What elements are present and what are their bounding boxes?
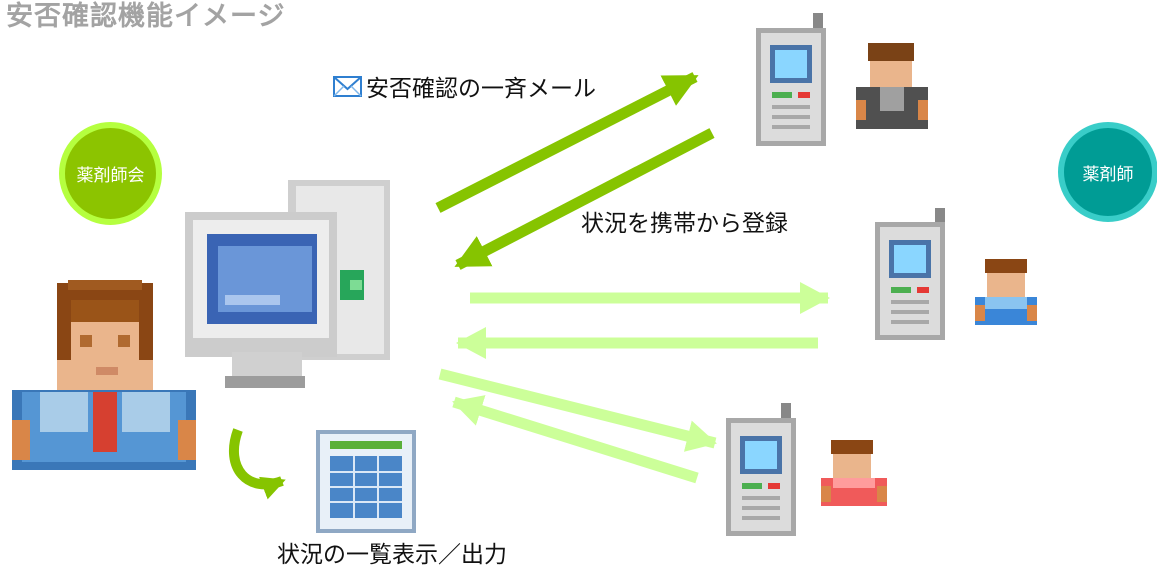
mobile-phone-icon — [756, 13, 826, 146]
mail-arrow — [435, 72, 699, 213]
organization-label: 薬剤師会 — [76, 166, 145, 186]
register-arrow-3 — [452, 395, 699, 484]
person-icon — [821, 440, 887, 506]
person-icon — [975, 259, 1037, 325]
mobile-phone-icon — [726, 403, 796, 536]
list-output-label: 状況の一覧表示／出力 — [277, 542, 507, 568]
output-curve-arrow — [228, 428, 286, 500]
spreadsheet-icon — [316, 430, 416, 533]
diagram-title: 安否確認機能イメージ — [6, 1, 286, 32]
mass-mail-label: 安否確認の一斉メール — [366, 76, 596, 102]
mobile-phone-icon — [875, 208, 945, 340]
pharmacist-label: 薬剤師 — [1082, 164, 1134, 185]
mail-arrow-3 — [438, 368, 717, 452]
mail-icon — [333, 76, 362, 97]
register-status-label: 状況を携帯から登録 — [581, 211, 788, 237]
person-icon — [856, 43, 928, 129]
register-arrow — [454, 128, 715, 270]
administrator-person-icon — [12, 280, 196, 470]
computer-icon — [185, 180, 390, 388]
pharmacist-node: 薬剤師 — [1058, 122, 1157, 222]
organization-node: 薬剤師会 — [59, 122, 162, 225]
